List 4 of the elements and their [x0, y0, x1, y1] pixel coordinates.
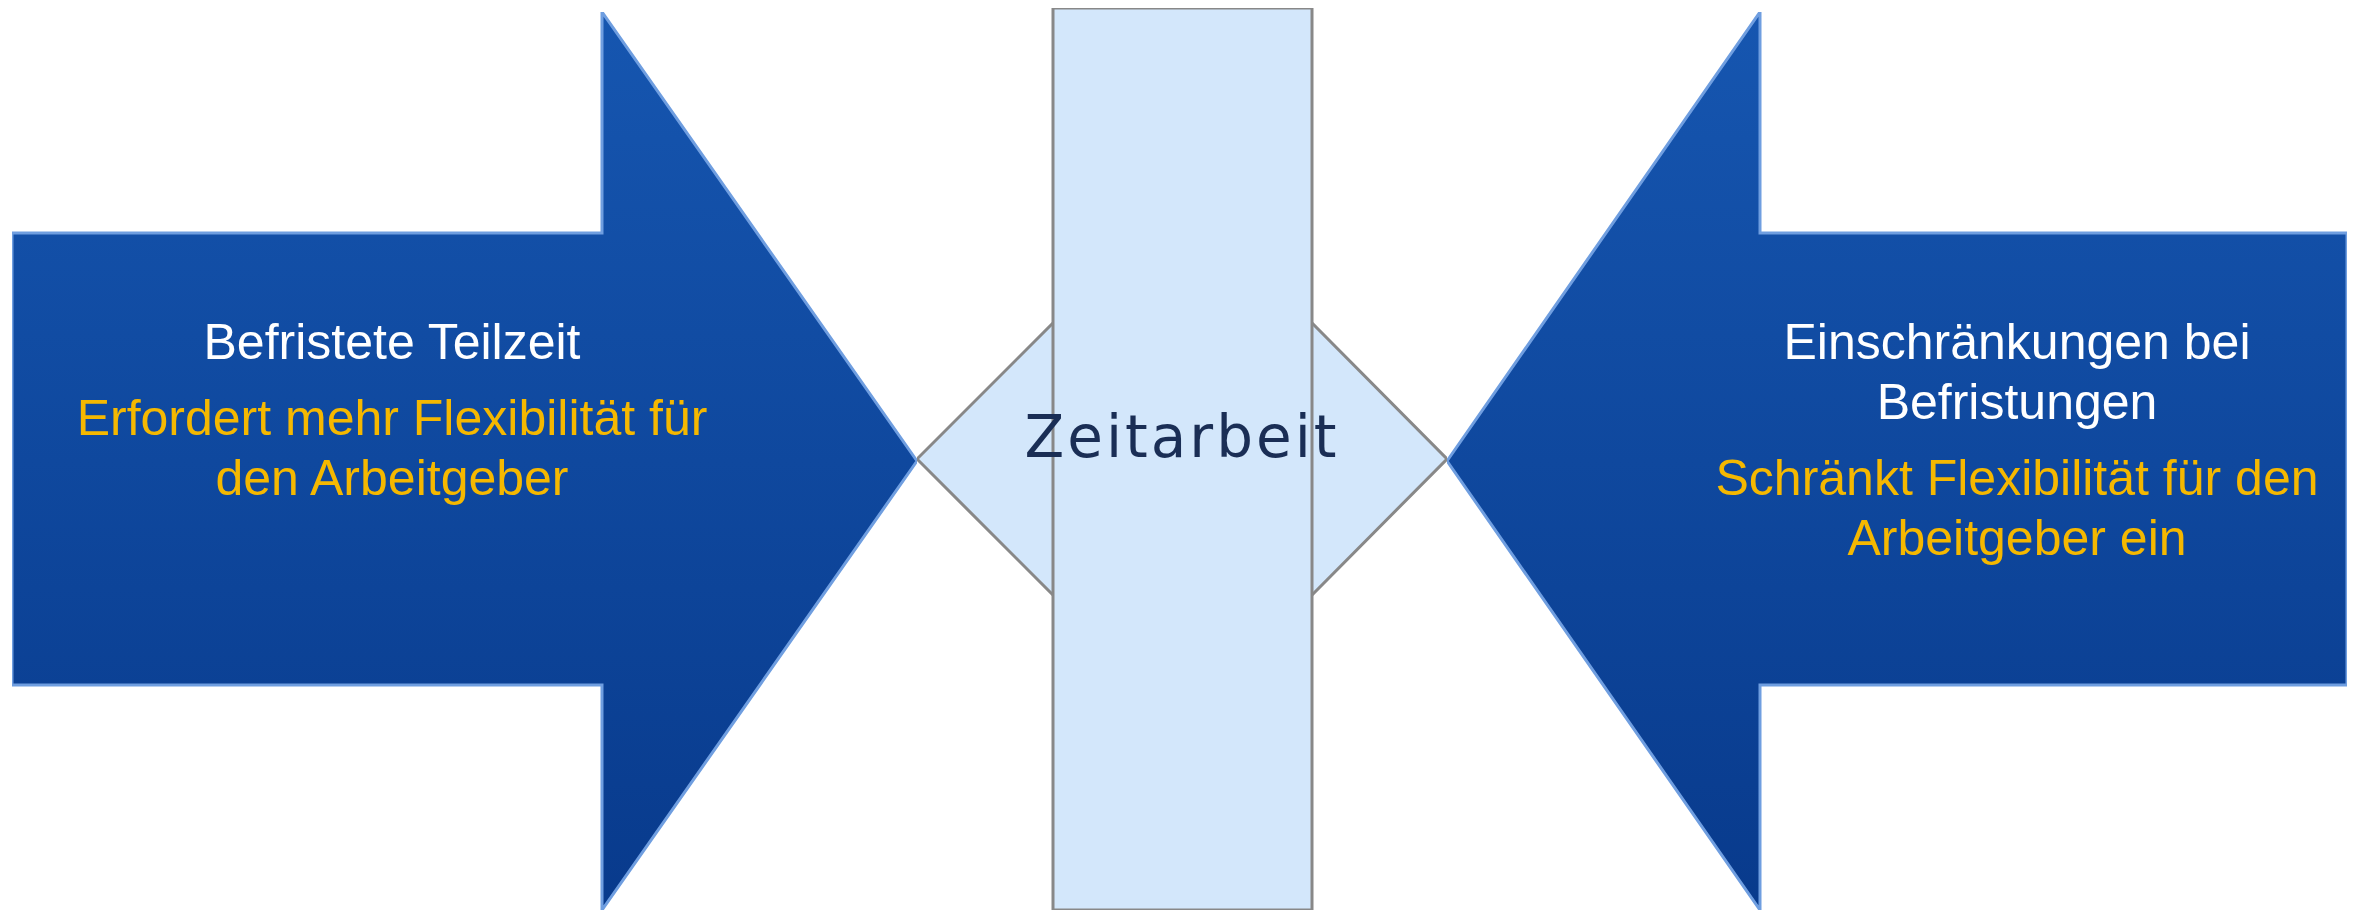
arrow-description: Erfordert mehr Flexibilität für den Arbeitgeber: [75, 389, 709, 508]
arrow-heading: Befristete Teilzeit: [203, 313, 581, 372]
arrow-heading: Einschränkungen bei Befristungen: [1782, 313, 2252, 432]
arrow-description: Schränkt Flexibilität für den Arbeitgeber ein: [1714, 449, 2320, 568]
